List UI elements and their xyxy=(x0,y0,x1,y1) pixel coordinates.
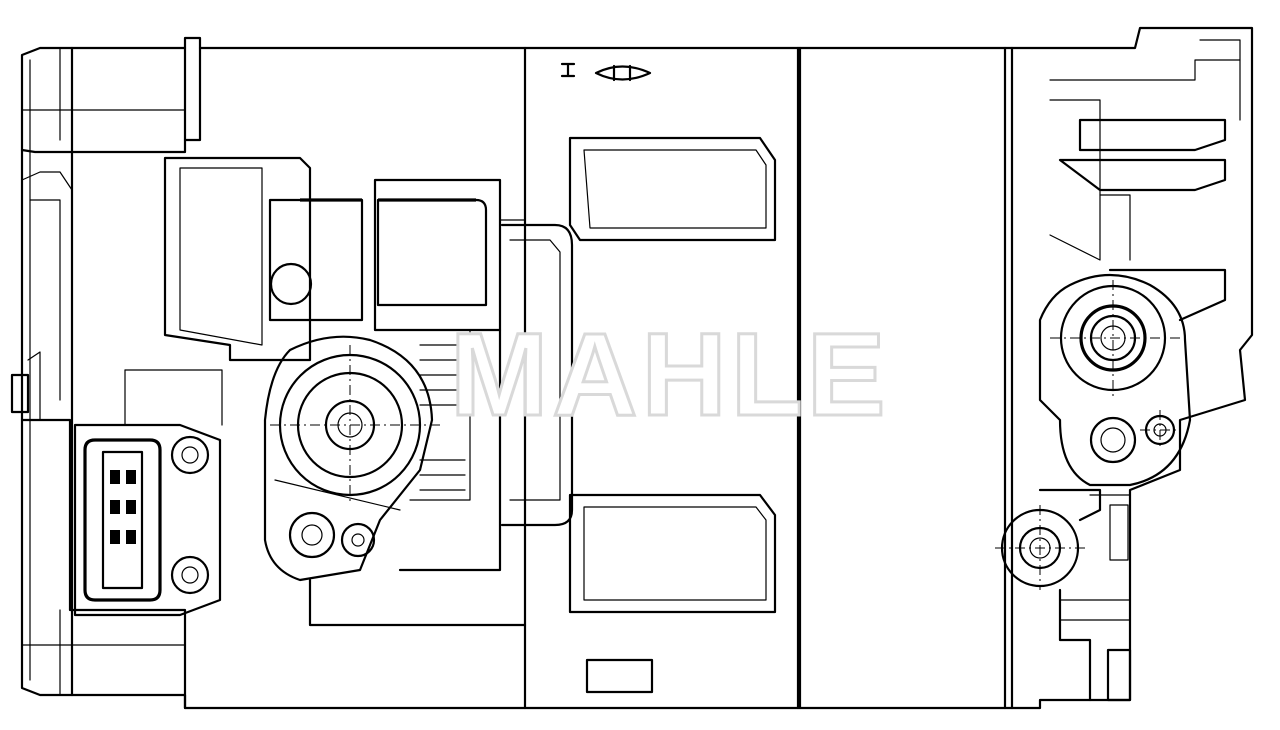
watermark-text: MAHLE xyxy=(450,309,890,441)
electrical-connector xyxy=(73,369,223,617)
front-housing xyxy=(995,26,1254,710)
mid-body xyxy=(796,46,1007,710)
center-body xyxy=(500,46,802,710)
rear-housing xyxy=(10,36,527,710)
valve-boss xyxy=(263,328,527,627)
